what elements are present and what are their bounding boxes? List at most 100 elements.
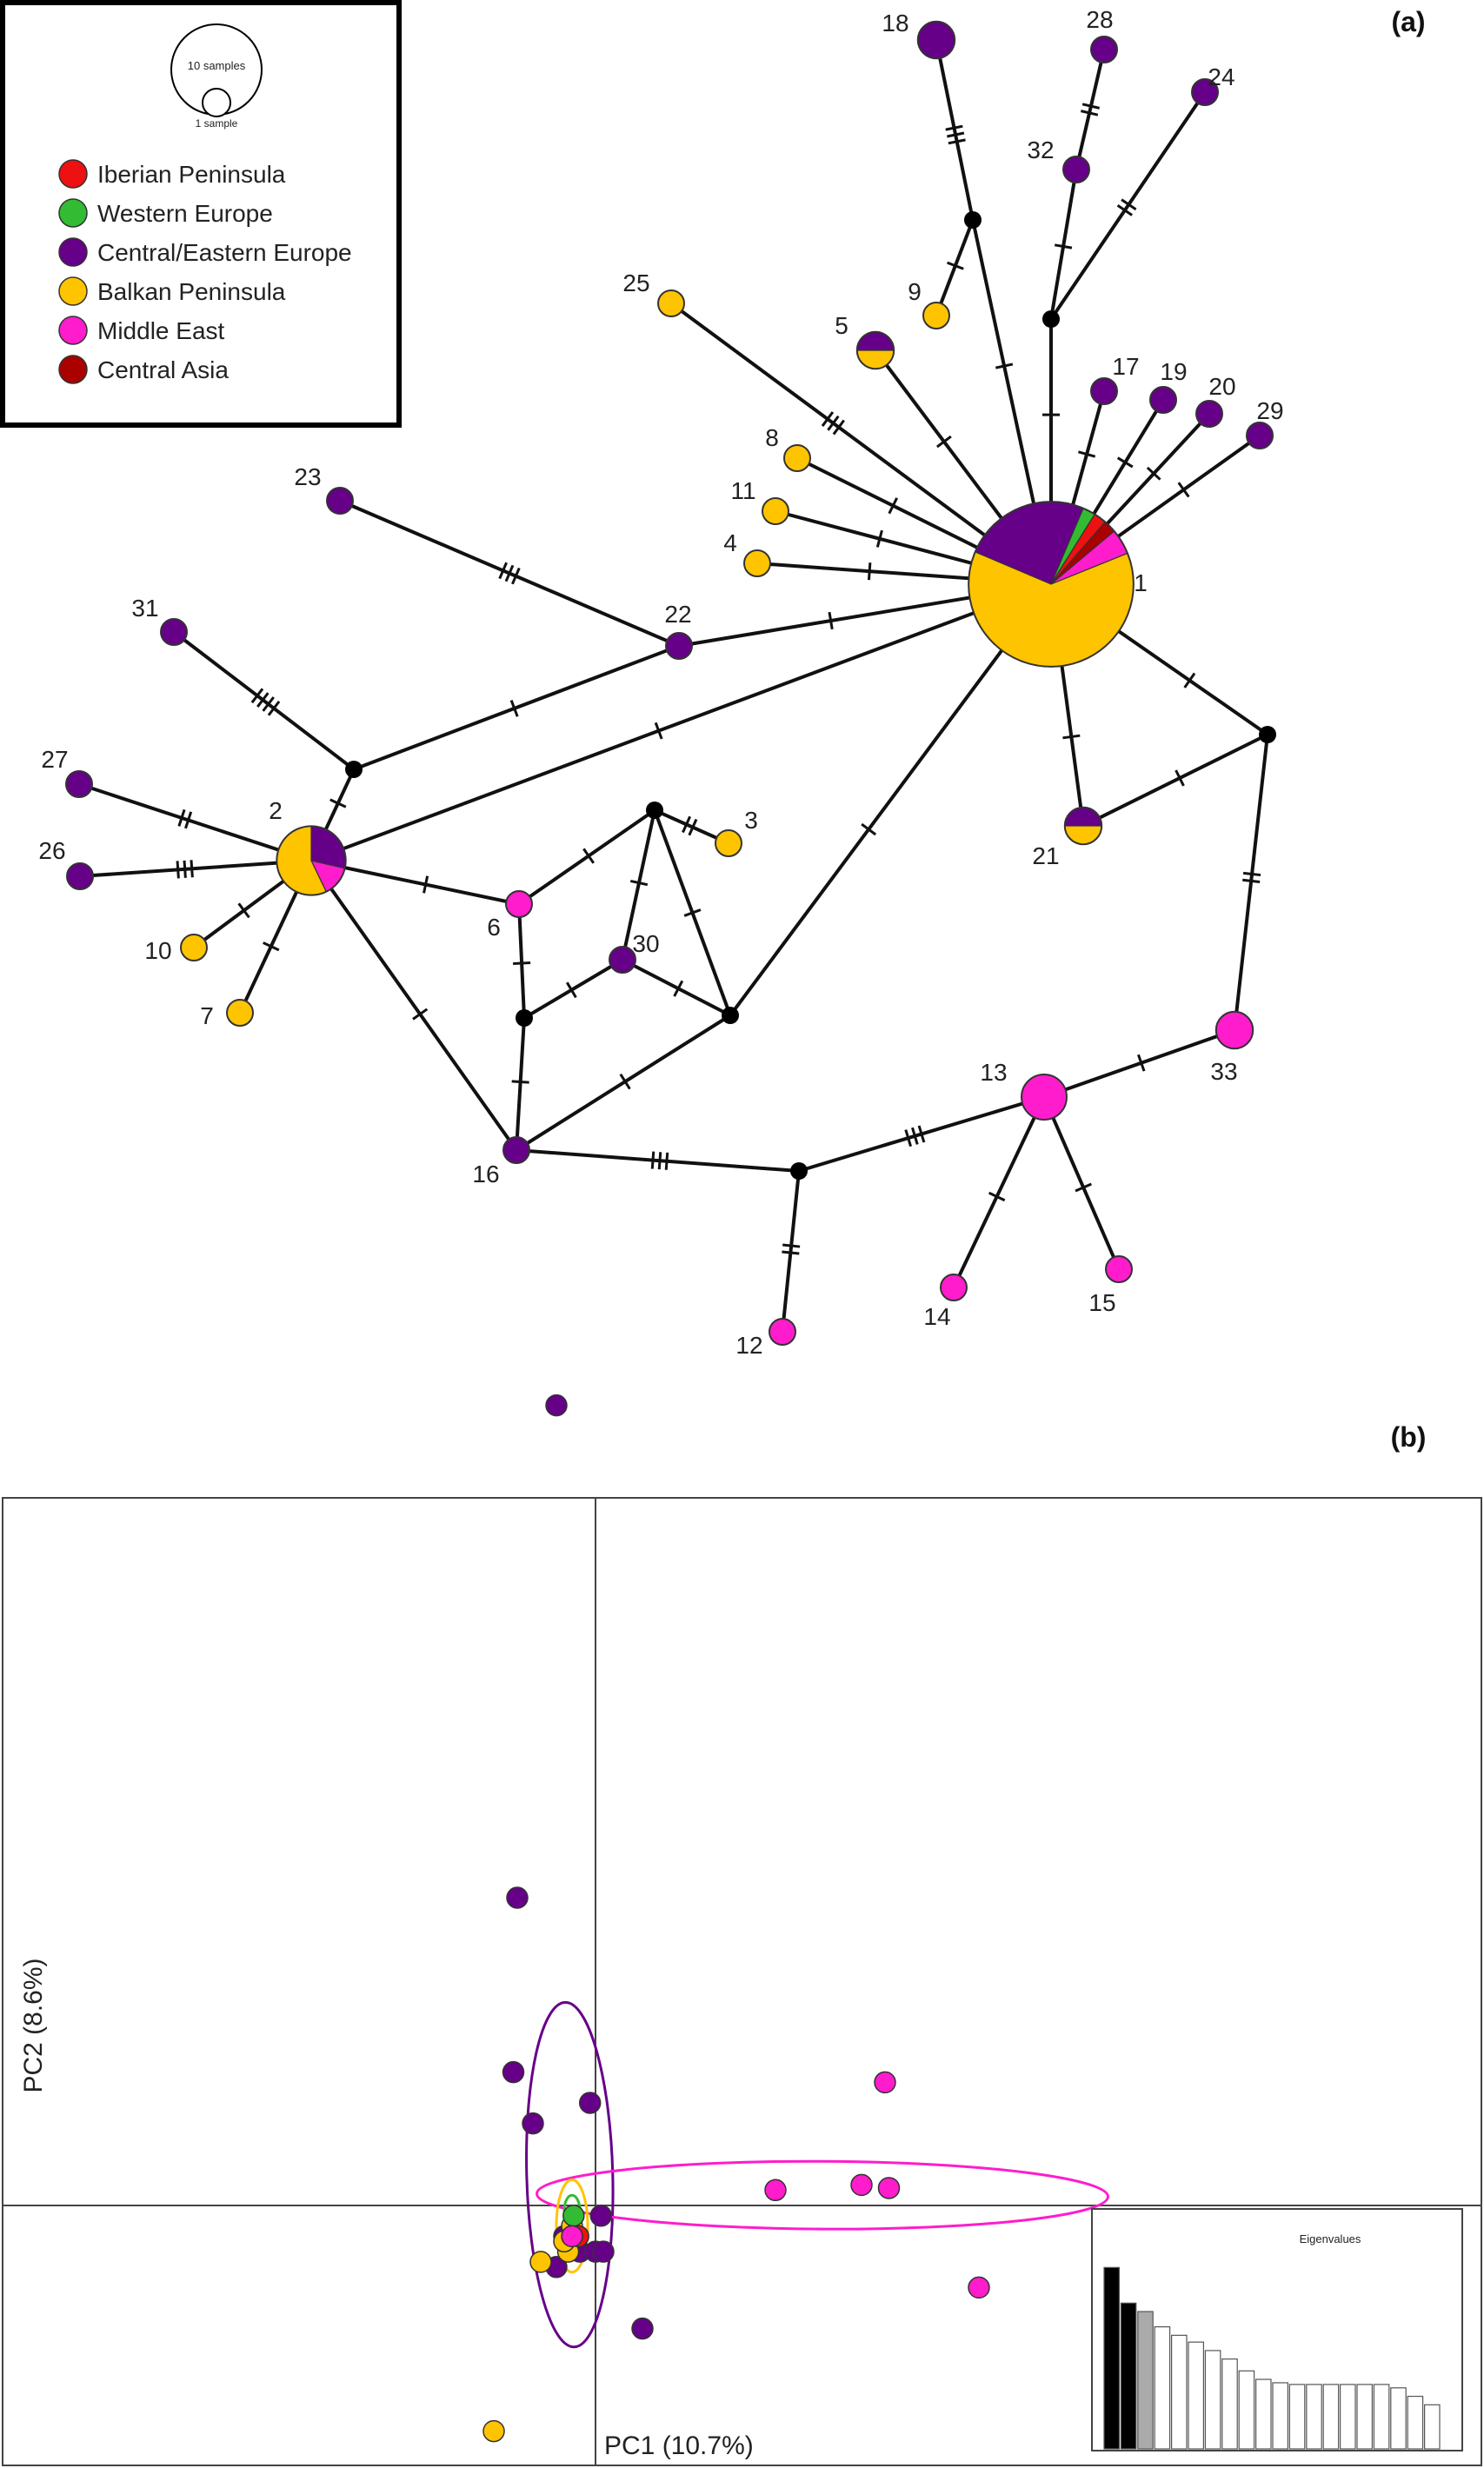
haplotype-label-14: 14 <box>923 1303 950 1330</box>
eigen-bar <box>1322 2384 1340 2450</box>
legend-swatch-western-europe <box>58 198 88 228</box>
haplotype-13 <box>1021 1074 1068 1121</box>
eigen-bars <box>1103 2266 1441 2450</box>
haplotype-slice <box>65 770 93 798</box>
haplotype-24 <box>1191 78 1219 106</box>
haplotype-33 <box>1214 1010 1254 1050</box>
mutation-tick <box>250 688 264 704</box>
mutation-tick <box>263 941 280 952</box>
pca-point-middle-east <box>764 2179 787 2202</box>
mutation-tick <box>828 611 834 630</box>
haplotype-10 <box>180 934 208 961</box>
mutation-tick <box>619 1073 631 1090</box>
haplotype-label-19: 19 <box>1160 358 1187 385</box>
haplotype-slice <box>922 302 950 329</box>
pca-point-middle-east <box>877 2177 901 2199</box>
haplotype-label-28: 28 <box>1086 6 1113 33</box>
network-edges <box>78 39 1269 1333</box>
haplotype-label-16: 16 <box>472 1161 499 1187</box>
haplotype-label-31: 31 <box>131 595 158 622</box>
network-edge <box>935 39 975 221</box>
eigenvalue-inset: Eigenvalues <box>1091 2208 1463 2451</box>
haplotype-4 <box>743 549 771 577</box>
haplotype-label-8: 8 <box>765 424 779 451</box>
mutation-tick <box>945 124 963 131</box>
network-edge <box>621 809 656 961</box>
mutation-tick <box>1146 466 1161 481</box>
network-edge <box>1233 734 1269 1031</box>
eigen-bar <box>1120 2302 1137 2450</box>
haplotype-6 <box>505 890 533 918</box>
legend-size-small-label: 1 sample <box>196 117 238 130</box>
haplotype-12 <box>769 1318 796 1346</box>
legend-label-western-europe: Western Europe <box>97 200 273 227</box>
pca-ellipse-central-eastern-europe <box>525 2000 615 2349</box>
mutation-tick <box>509 700 519 717</box>
mutation-tick <box>176 861 180 879</box>
mutation-tick <box>861 822 877 836</box>
haplotype-slice <box>66 862 94 890</box>
pca-xlabel: PC1 (10.7%) <box>604 2431 754 2460</box>
network-edge <box>1049 169 1078 320</box>
haplotype-20 <box>1195 400 1223 428</box>
eigen-bar <box>1306 2384 1322 2450</box>
haplotype-slice <box>783 444 811 472</box>
mutation-tick <box>190 860 194 878</box>
mutation-tick <box>511 1080 529 1084</box>
median-vector <box>1259 726 1276 743</box>
mutation-tick <box>827 415 840 431</box>
haplotype-label-33: 33 <box>1210 1058 1237 1085</box>
network-edge <box>952 1096 1046 1288</box>
haplotype-outline <box>968 501 1135 668</box>
mutation-tick <box>683 908 702 917</box>
pca-point-central-eastern-europe <box>589 2205 613 2227</box>
eigen-bar <box>1356 2384 1373 2450</box>
haplotype-18 <box>916 20 956 60</box>
haplotype-slice <box>226 999 254 1027</box>
haplotype-label-29: 29 <box>1256 397 1283 424</box>
legend-swatch-iberian-peninsula <box>58 159 88 189</box>
pca-point-central-eastern-europe <box>592 2240 615 2263</box>
mutation-tick <box>256 692 270 708</box>
pca-point-middle-east <box>850 2173 873 2197</box>
haplotype-label-4: 4 <box>723 529 737 556</box>
eigen-bar <box>1238 2370 1255 2450</box>
mutation-tick <box>1121 198 1137 211</box>
eigen-bar <box>1103 2266 1120 2450</box>
haplotype-32 <box>1062 156 1090 183</box>
haplotype-9 <box>922 302 950 329</box>
mutation-tick <box>832 419 845 436</box>
haplotype-slice <box>715 829 742 857</box>
pca-point-central-eastern-europe <box>631 2317 654 2340</box>
pca-point-balkan-peninsula <box>529 2251 552 2273</box>
pca-point-central-eastern-europe <box>502 2060 525 2084</box>
network-edge <box>309 859 518 1152</box>
haplotype-label-15: 15 <box>1088 1289 1115 1316</box>
mutation-tick <box>948 138 966 145</box>
mutation-tick <box>513 961 531 965</box>
mutation-tick <box>629 879 649 887</box>
haplotype-27 <box>65 770 93 798</box>
haplotype-label-9: 9 <box>908 278 922 305</box>
haplotype-slice <box>1214 1010 1254 1050</box>
pca-point-middle-east <box>874 2071 896 2094</box>
network-edge <box>353 644 680 771</box>
haplotype-slice <box>1021 1074 1068 1121</box>
haplotype-label-7: 7 <box>200 1002 214 1029</box>
haplotype-slice <box>1105 1255 1133 1283</box>
haplotype-slice <box>1090 36 1118 63</box>
mutation-tick <box>673 980 684 997</box>
network-edge <box>1082 733 1268 828</box>
haplotype-slice <box>657 289 685 317</box>
haplotype-label-21: 21 <box>1032 842 1059 869</box>
pca-point-balkan-peninsula <box>482 2419 505 2443</box>
mutation-tick <box>1177 482 1190 498</box>
haplotype-28 <box>1090 36 1118 63</box>
haplotype-23 <box>326 487 354 515</box>
pca-point-western-europe <box>562 2205 585 2227</box>
mutation-tick <box>688 818 698 836</box>
mutation-tick <box>1183 672 1196 689</box>
